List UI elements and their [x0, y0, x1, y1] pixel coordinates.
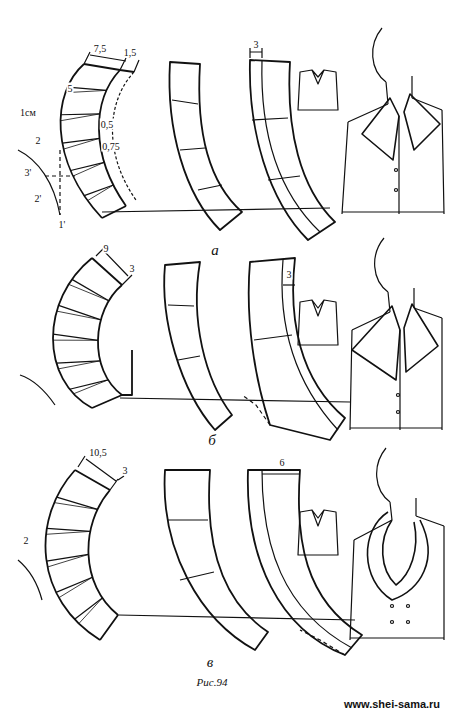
dimension-label: 10,5 [88, 447, 108, 458]
dimension-label: 2 [23, 535, 30, 546]
slash-line [61, 114, 100, 121]
figure-caption: Рис.94 [196, 676, 229, 688]
slash-line [48, 554, 89, 567]
dimension-label: 6 [279, 457, 286, 468]
collar-pattern-a [18, 28, 444, 240]
figure-letter: б [207, 432, 217, 448]
slash-line [72, 279, 109, 300]
slash-line [46, 531, 90, 534]
dimension-label: 9 [103, 243, 110, 254]
dimension-label: 3 [286, 269, 293, 280]
slash-line [53, 334, 98, 340]
slash-line [54, 503, 97, 510]
slash-line [79, 598, 103, 624]
slash-line [88, 185, 114, 201]
dimension-label: 7,5 [93, 43, 108, 54]
slash-line [73, 162, 104, 176]
slash-line [56, 577, 92, 592]
slash-line [74, 380, 109, 394]
slash-line [58, 361, 100, 369]
collar-pattern-v [18, 448, 444, 655]
slash-line [47, 528, 90, 531]
slash-line [62, 138, 99, 143]
dimension-label: 3' [24, 167, 33, 178]
watermark: www.shei-sama.ru [343, 699, 441, 710]
dimension-label: 0,75 [101, 141, 121, 152]
slash-line [64, 138, 100, 149]
figure-letter: в [206, 654, 215, 670]
slash-line [53, 340, 98, 341]
slash-line [59, 577, 93, 598]
dimension-label: 3 [129, 263, 136, 274]
dimension-label: 2' [34, 193, 43, 204]
dimension-label: 1' [58, 219, 67, 230]
figure-letter: а [210, 242, 220, 258]
slash-line [75, 598, 103, 619]
slash-lines [46, 87, 113, 624]
dimension-label: 3 [122, 465, 129, 476]
dimension-label: 2 [35, 135, 42, 146]
slash-line [69, 284, 109, 300]
collar-pattern-b [20, 238, 442, 440]
dimension-label: 3 [253, 39, 260, 50]
dimension-label: 1,5 [123, 47, 138, 58]
dimension-label: 0,5 [100, 119, 115, 130]
slash-line [57, 497, 98, 509]
dimension-label: 1см [19, 107, 37, 118]
slash-line [47, 554, 89, 561]
slash-line [57, 311, 101, 320]
dimension-label: 5 [67, 83, 74, 94]
